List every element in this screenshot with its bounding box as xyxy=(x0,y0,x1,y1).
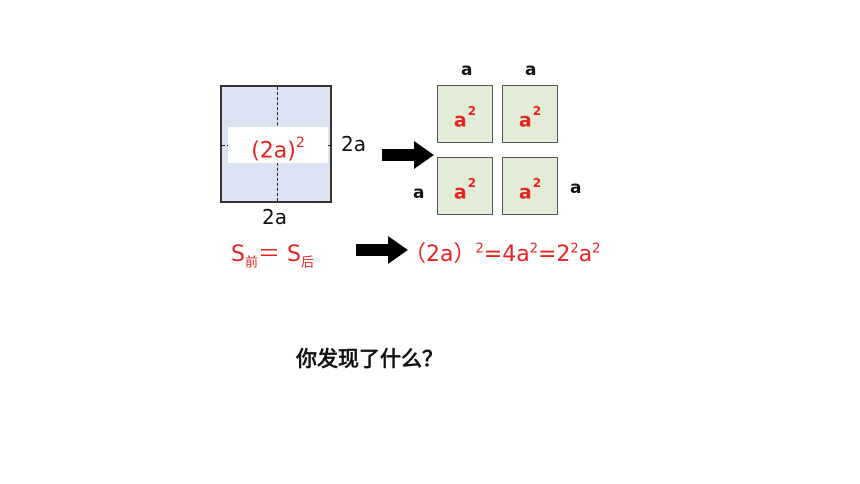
big-square-bottom-label: 2a xyxy=(262,205,287,229)
grid-left-label: a xyxy=(413,183,425,203)
grid-cell: a2 xyxy=(437,157,493,215)
question-text: 你发现了什么？ xyxy=(296,347,443,371)
grid-top-label-2: a xyxy=(525,60,537,80)
grid-cell: a2 xyxy=(502,85,558,143)
area-equality: S前＝ S后 xyxy=(231,242,314,271)
square-area-expression: (2a)2 xyxy=(228,127,328,163)
big-square: (2a)2 xyxy=(220,85,332,203)
grid-right-label: a xyxy=(570,178,582,198)
grid-cell: a2 xyxy=(502,157,558,215)
expansion-equation: （2a）2=4a2=22a2 xyxy=(404,241,601,267)
big-square-right-label: 2a xyxy=(341,132,366,156)
grid-top-label-1: a xyxy=(461,60,473,80)
arrow-right-icon xyxy=(356,236,408,264)
grid-cell: a2 xyxy=(437,85,493,143)
arrow-right-icon xyxy=(382,141,434,169)
